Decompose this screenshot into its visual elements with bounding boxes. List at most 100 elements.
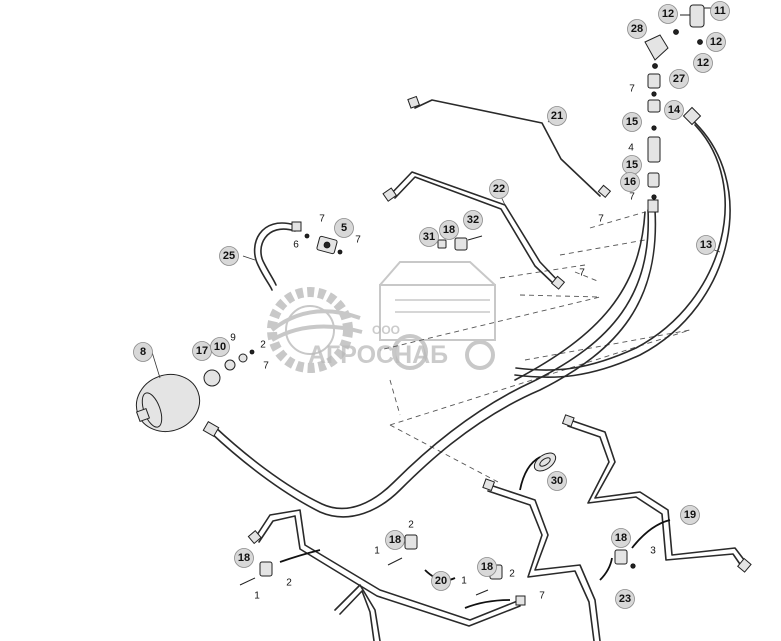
part-number-label: 1 bbox=[461, 576, 467, 587]
callout-number: 22 bbox=[493, 183, 505, 195]
callout-number: 18 bbox=[481, 561, 493, 573]
callout-circle bbox=[706, 32, 726, 52]
part-number-label: 7 bbox=[355, 235, 361, 246]
callout-circle bbox=[219, 246, 239, 266]
part-number-label: 6 bbox=[293, 240, 299, 251]
valve-5 bbox=[304, 233, 343, 255]
callout-number: 16 bbox=[624, 176, 636, 188]
pipe-25 bbox=[253, 221, 302, 291]
part-number-label: 2 bbox=[408, 520, 414, 531]
callout-number: 28 bbox=[631, 23, 643, 35]
callout-circle bbox=[658, 4, 678, 24]
watermark-company-prefix: ООО bbox=[372, 323, 400, 337]
part-number-label: 7 bbox=[598, 214, 604, 225]
callout-number: 15 bbox=[626, 159, 638, 171]
assembly-arrows bbox=[279, 456, 671, 609]
part-number-label: 2 bbox=[286, 578, 292, 589]
callout-14: 14 bbox=[664, 100, 684, 120]
callout-number: 18 bbox=[389, 534, 401, 546]
callout-28: 28 bbox=[627, 19, 647, 39]
pipe-13 bbox=[514, 106, 731, 379]
part-number-label: 7 bbox=[629, 192, 635, 203]
callout-circle bbox=[664, 100, 684, 120]
pipe-21 bbox=[407, 93, 612, 198]
callout-10: 10 bbox=[210, 337, 230, 357]
callout-circle bbox=[611, 528, 631, 548]
callout-number: 15 bbox=[626, 116, 638, 128]
valve-stack bbox=[644, 4, 720, 200]
part-number-label: 4 bbox=[628, 143, 634, 154]
callout-circle bbox=[547, 106, 567, 126]
callout-circle bbox=[210, 337, 230, 357]
callout-31: 31 bbox=[419, 227, 439, 247]
part-number-label: 7 bbox=[629, 84, 635, 95]
part-number-label: 2 bbox=[260, 340, 266, 351]
callout-number: 11 bbox=[714, 5, 726, 17]
callout-22: 22 bbox=[489, 179, 509, 199]
callout-number: 12 bbox=[697, 57, 709, 69]
watermark-logo bbox=[267, 261, 496, 373]
callout-number: 19 bbox=[684, 509, 696, 521]
callout-circle bbox=[489, 179, 509, 199]
callout-21: 21 bbox=[547, 106, 567, 126]
callout-circle bbox=[669, 69, 689, 89]
callout-number: 10 bbox=[214, 341, 226, 353]
callout-number: 23 bbox=[619, 593, 631, 605]
callout-number: 8 bbox=[140, 346, 146, 358]
callout-number: 21 bbox=[551, 110, 563, 122]
callout-18: 18 bbox=[477, 557, 497, 577]
callout-circle bbox=[710, 1, 730, 21]
clamp-18-center bbox=[387, 534, 418, 566]
callout-18: 18 bbox=[385, 530, 405, 550]
callout-circle bbox=[477, 557, 497, 577]
part-number-label: 7 bbox=[579, 268, 585, 279]
callout-number: 13 bbox=[700, 239, 712, 251]
part-number-label: 9 bbox=[230, 333, 236, 344]
part-number-label: 3 bbox=[650, 546, 656, 557]
callout-circle bbox=[234, 548, 254, 568]
callout-circle bbox=[439, 220, 459, 240]
part-number-label: 7 bbox=[539, 591, 545, 602]
callout-number: 30 bbox=[551, 475, 563, 487]
part-number-label: 7 bbox=[319, 214, 325, 225]
callout-23: 23 bbox=[615, 589, 635, 609]
callout-number: 31 bbox=[423, 231, 435, 243]
callout-12: 12 bbox=[706, 32, 726, 52]
callout-17: 17 bbox=[192, 341, 212, 361]
callout-number: 12 bbox=[662, 8, 674, 20]
callout-circle bbox=[547, 471, 567, 491]
part-number-label: 1 bbox=[254, 591, 260, 602]
callout-number: 12 bbox=[710, 36, 722, 48]
clamp-18-left bbox=[239, 561, 273, 586]
pipe-22 bbox=[382, 171, 566, 290]
callout-circle bbox=[385, 530, 405, 550]
callout-circle bbox=[627, 19, 647, 39]
callout-12: 12 bbox=[693, 53, 713, 73]
callout-19: 19 bbox=[680, 505, 700, 525]
callout-number: 27 bbox=[673, 73, 685, 85]
callout-circle bbox=[620, 172, 640, 192]
callout-circle bbox=[463, 210, 483, 230]
callout-circle bbox=[419, 227, 439, 247]
watermark-company-name: АГРОСНАБ bbox=[308, 341, 448, 369]
callout-number: 20 bbox=[435, 575, 447, 587]
callout-18: 18 bbox=[611, 528, 631, 548]
callout-circle bbox=[696, 235, 716, 255]
callout-13: 13 bbox=[696, 235, 716, 255]
callout-18: 18 bbox=[234, 548, 254, 568]
callout-circle bbox=[431, 571, 451, 591]
callout-15: 15 bbox=[622, 112, 642, 132]
clamp-18-right bbox=[614, 549, 636, 569]
clamp-32-31-18 bbox=[437, 235, 483, 251]
callout-number: 25 bbox=[223, 250, 235, 262]
callout-25: 25 bbox=[219, 246, 239, 266]
callout-circle bbox=[615, 589, 635, 609]
callout-5: 5 bbox=[334, 218, 354, 238]
callout-18: 18 bbox=[439, 220, 459, 240]
pipe-23 bbox=[482, 478, 601, 641]
callout-32: 32 bbox=[463, 210, 483, 230]
part-number-label: 2 bbox=[509, 569, 515, 580]
